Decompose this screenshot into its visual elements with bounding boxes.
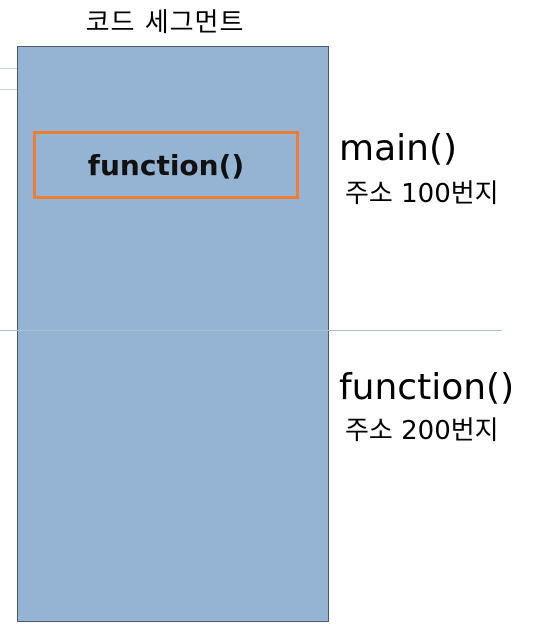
- diagram-title: 코드 세그먼트: [85, 8, 245, 38]
- function-label: function(): [339, 367, 515, 408]
- guide-line: [0, 330, 502, 331]
- main-address: 주소 100번지: [345, 179, 499, 209]
- code-segment-block: [17, 46, 329, 622]
- function-address: 주소 200번지: [345, 416, 499, 446]
- main-label: main(): [339, 128, 458, 169]
- function-call-box: function(): [33, 131, 299, 199]
- guide-box: [0, 68, 17, 90]
